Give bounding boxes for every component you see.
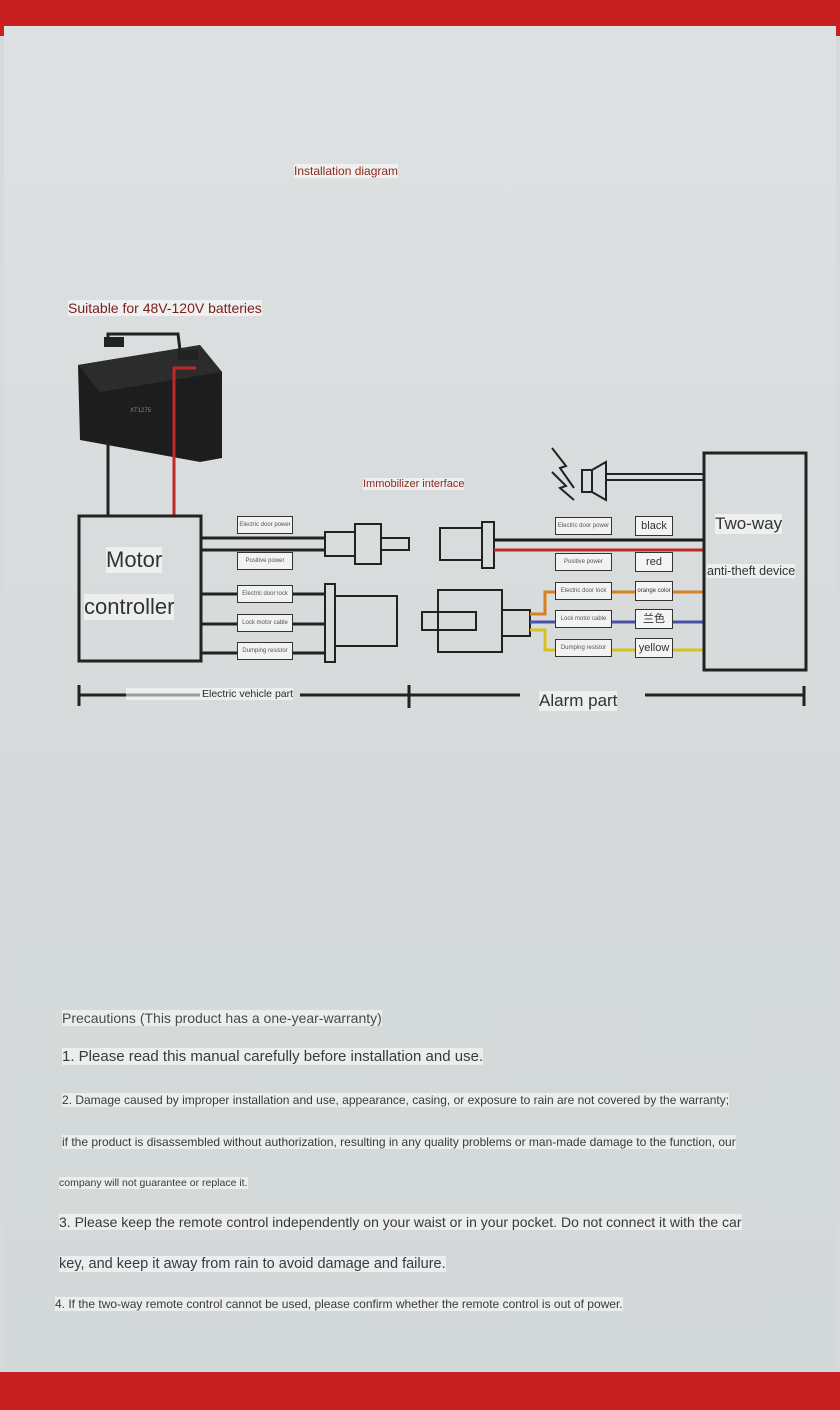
electric-vehicle-part-label: Electric vehicle part: [126, 688, 294, 700]
immobilizer-interface-label: Immobilizer interface: [363, 478, 465, 490]
motor-controller-box: [77, 514, 203, 663]
wire-label-right: Lock motor cable: [555, 610, 612, 628]
wire-color-yellow: yellow: [635, 638, 673, 658]
battery-model-text: XT1275: [130, 408, 152, 414]
wire-color-orange: orange color: [635, 581, 673, 601]
two-way-device-label: Two-way: [715, 514, 783, 534]
wire-color-black: black: [635, 516, 673, 536]
wire-label-left: Dumping resistor cable: [237, 642, 293, 660]
wire-label-left: Positive power supply: [237, 552, 293, 570]
manual-page: [4, 26, 836, 1378]
precaution-item-2: 2. Damage caused by improper installatio…: [62, 1093, 730, 1107]
precaution-item-1: 1. Please read this manual carefully bef…: [62, 1048, 484, 1065]
motor-controller-label-line2: controller: [84, 594, 175, 620]
precaution-item-3: 3. Please keep the remote control indepe…: [59, 1214, 742, 1230]
wire-label-right: Positive power supply: [555, 553, 612, 571]
anti-theft-device-box: [702, 451, 808, 672]
precaution-item-3-continued: key, and keep it away from rain to avoid…: [59, 1256, 446, 1272]
anti-theft-device-label: anti-theft device: [707, 564, 796, 578]
wire-label-left: Lock motor cable: [237, 614, 293, 632]
precaution-item-4: 4. If the two-way remote control cannot …: [55, 1297, 623, 1311]
siren-icon: [551, 447, 704, 502]
wire-label-right: Dumping resistor cable: [555, 639, 612, 657]
wire-label-right: Electric door power supply: [555, 517, 612, 535]
bottom-red-band: [0, 1372, 840, 1410]
motor-controller-label-line1: Motor: [106, 547, 163, 573]
installation-diagram-title: Installation diagram: [294, 164, 399, 178]
wire-color-blue: 兰色: [635, 609, 673, 629]
alarm-part-label: Alarm part: [539, 691, 618, 711]
precaution-item-2-end: company will not guarantee or replace it…: [59, 1177, 248, 1189]
battery-voltage-note: Suitable for 48V-120V batteries: [68, 300, 262, 316]
precaution-item-2-continued: if the product is disassembled without a…: [62, 1135, 736, 1149]
wire-label-left: Electric door power supply: [237, 516, 293, 534]
wire-color-red: red: [635, 552, 673, 572]
battery-icon: XT1275: [78, 337, 222, 462]
wire-label-right: Electric door lock wire: [555, 582, 612, 600]
precautions-title: Precautions (This product has a one-year…: [62, 1010, 382, 1026]
wire-label-left: Electric door lock line: [237, 585, 293, 603]
